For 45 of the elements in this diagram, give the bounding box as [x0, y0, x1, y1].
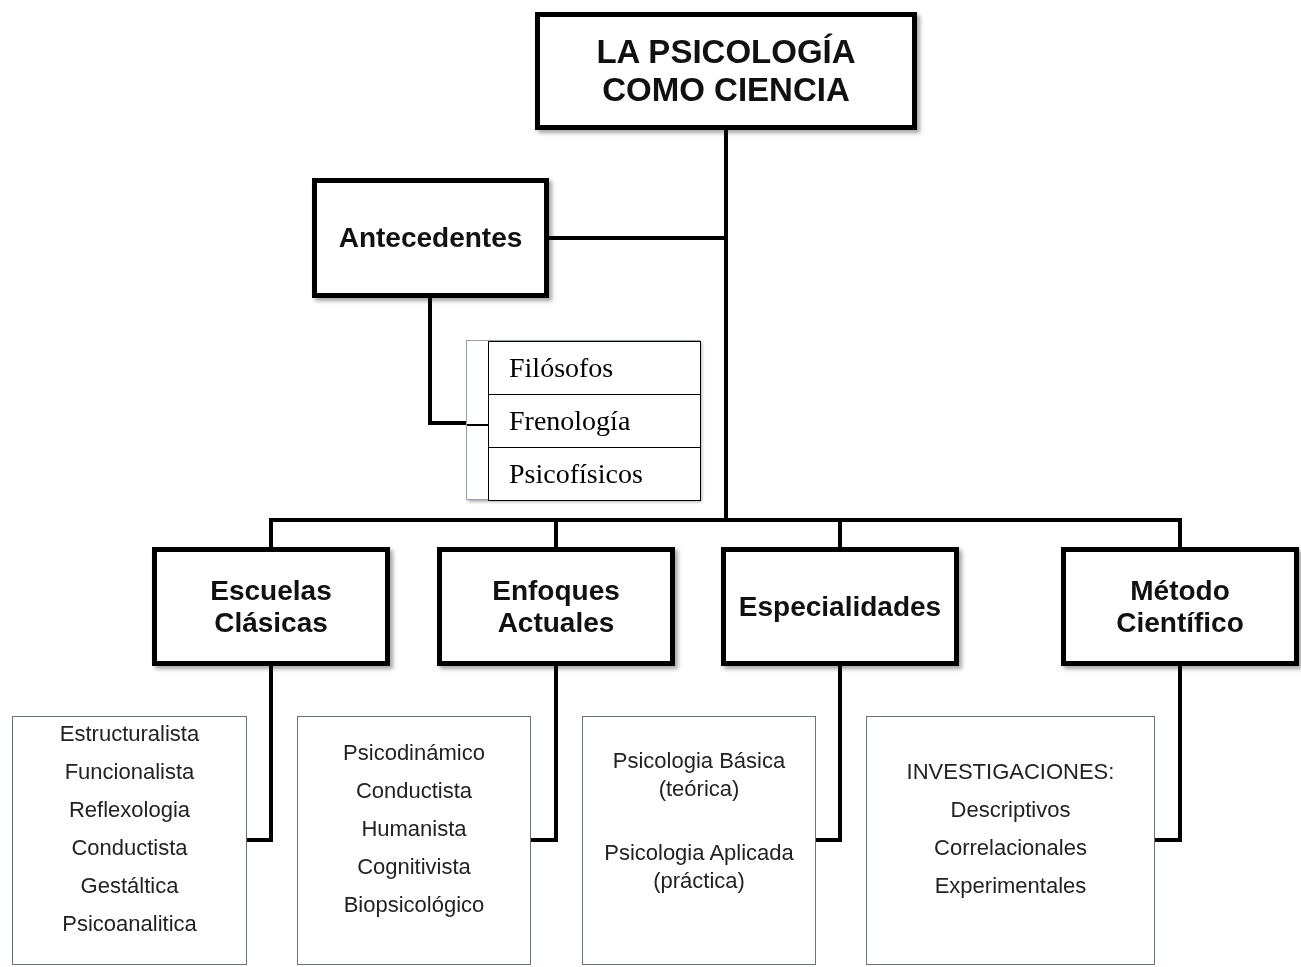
category-box: [437, 547, 675, 666]
list-item: Descriptivos: [950, 795, 1071, 824]
list-item: Psicoanalitica: [62, 909, 197, 938]
list-box: [866, 716, 1155, 965]
list-item: Humanista: [361, 814, 467, 843]
list-item: Conductista: [355, 776, 473, 805]
list-item: Correlacionales: [934, 833, 1087, 862]
connector-line: [531, 666, 558, 842]
connector-line: [247, 666, 273, 842]
list-item: Reflexologia: [68, 795, 191, 824]
list-item: Funcionalista: [64, 757, 195, 786]
cell-text: Frenología: [509, 404, 631, 438]
category-box: [721, 547, 959, 666]
list-item: Estructuralista: [59, 719, 200, 748]
box-label: Especialidades: [737, 590, 943, 623]
table-cell: [488, 394, 701, 448]
cell-text: Filósofos: [509, 351, 614, 385]
box-label: Escuelas Clásicas: [209, 574, 333, 639]
box-label: Método Científico: [1115, 574, 1245, 639]
connector-line: [816, 666, 842, 842]
box-title: LA PSICOLOGÍA COMO CIENCIA: [595, 33, 857, 109]
list-item: Cognitivista: [357, 852, 471, 881]
connector-line: [1155, 666, 1182, 842]
list-item: Psicodinámico: [343, 738, 485, 767]
cell-text: Psicofísicos: [509, 457, 643, 491]
category-box: [312, 178, 549, 298]
list-item: Biopsicológico: [343, 890, 485, 919]
list-box: [297, 716, 531, 965]
table-cell: [488, 341, 701, 395]
list-item: Psicologia Aplicada (práctica): [603, 838, 795, 895]
box-label: Antecedentes: [337, 222, 524, 254]
title-box: [535, 12, 917, 130]
list-box: [466, 340, 700, 500]
connector-line: [428, 298, 466, 425]
list-box: [582, 716, 816, 965]
list-item: INVESTIGACIONES:: [906, 757, 1115, 786]
category-box: [152, 547, 390, 666]
box-label: Enfoques Actuales: [491, 574, 621, 639]
list-item: Psicologia Básica (teórica): [611, 746, 787, 803]
list-item: Experimentales: [934, 871, 1087, 900]
list-item: Gestáltica: [80, 871, 179, 900]
list-item: Conductista: [71, 833, 188, 862]
table-cell: [488, 447, 701, 501]
category-box: [1061, 547, 1299, 666]
list-box: [12, 716, 247, 965]
